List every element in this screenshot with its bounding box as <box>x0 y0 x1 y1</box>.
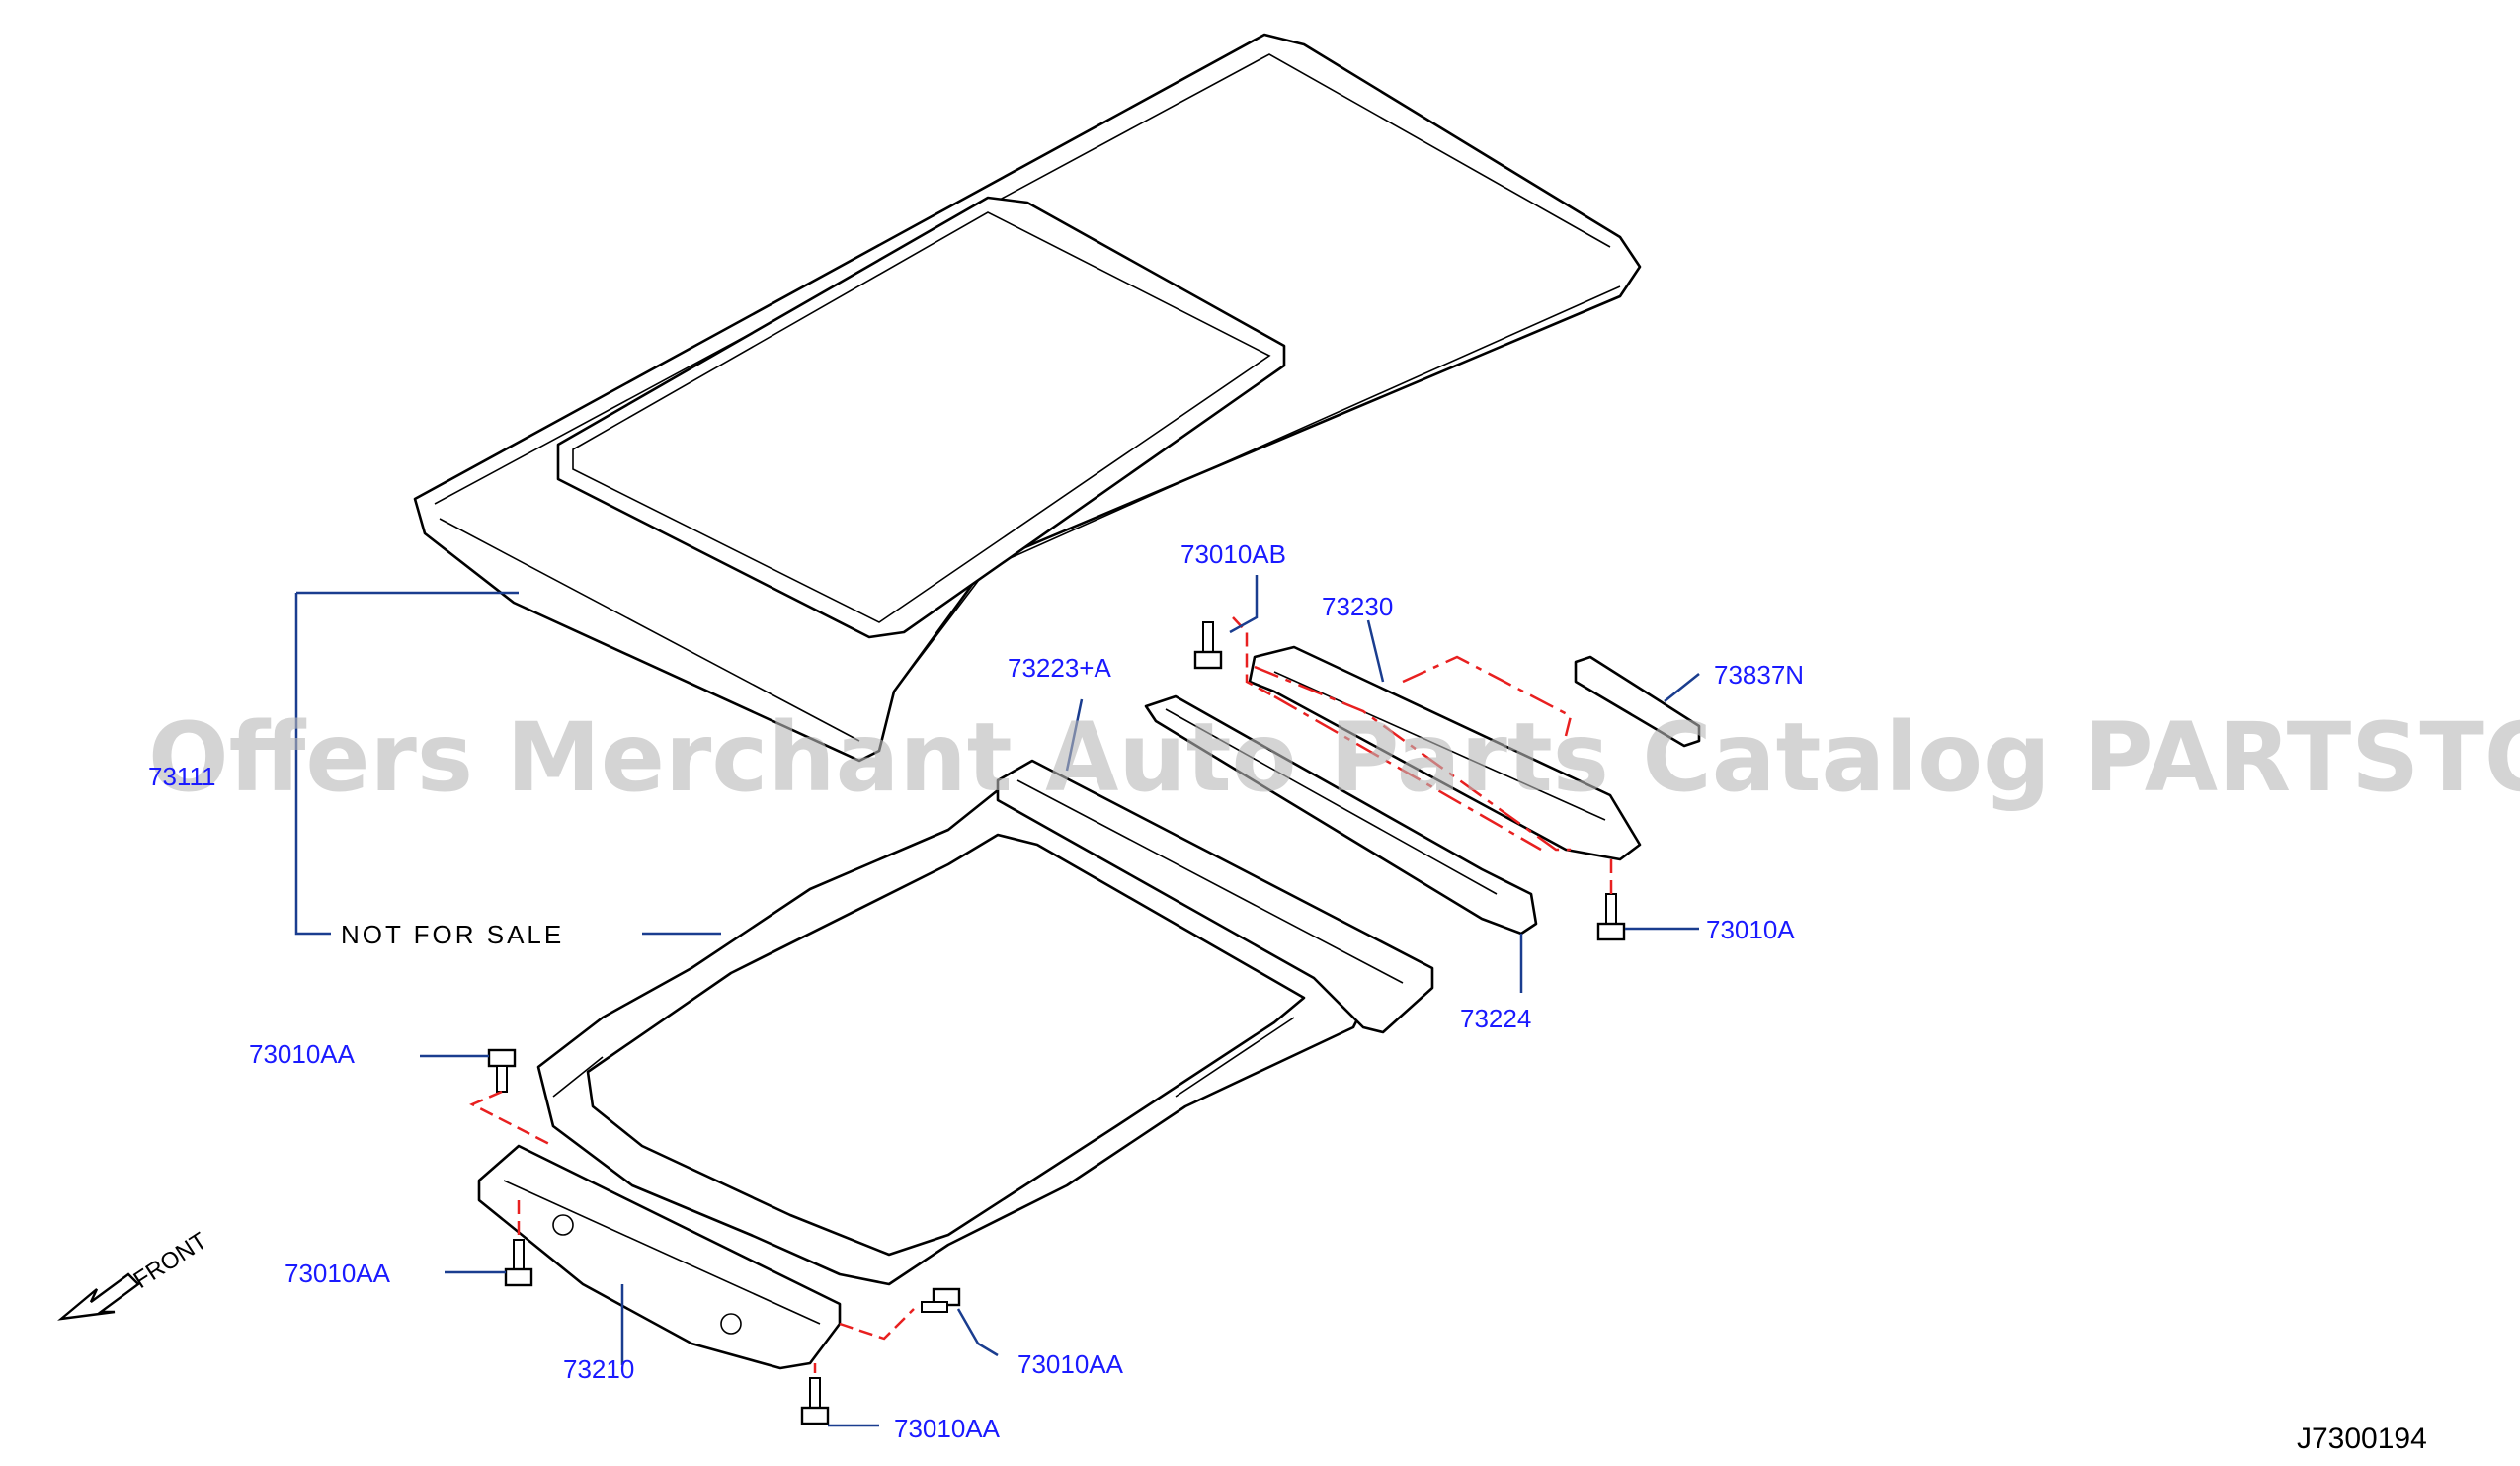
label-73010AA-upper: 73010AA <box>249 1039 356 1069</box>
fastener-links <box>469 616 1613 1373</box>
label-73010AB: 73010AB <box>1180 539 1286 569</box>
bolt-73010AA-left <box>504 1239 533 1287</box>
rear-bracket <box>1248 645 1642 861</box>
front-arrow-icon: FRONT <box>57 1227 212 1321</box>
label-73837N: 73837N <box>1714 660 1804 690</box>
roof-panel <box>413 33 1642 763</box>
frame-rail <box>996 759 1434 1034</box>
label-73210: 73210 <box>563 1354 634 1384</box>
bolt-73010AB <box>1193 621 1223 670</box>
label-73010AA-left: 73010AA <box>285 1259 391 1288</box>
label-73223A: 73223+A <box>1008 653 1111 683</box>
front-bracket <box>477 1144 842 1370</box>
bolt-73010A <box>1596 893 1626 941</box>
label-73224: 73224 <box>1460 1004 1531 1033</box>
bolt-73010AA-bottom <box>800 1377 830 1425</box>
diagram-id: J7300194 <box>2297 1423 2427 1455</box>
watermark: Offers Merchant Auto Parts Catalog PARTS… <box>148 702 2520 813</box>
seal-strip <box>1574 655 1701 748</box>
sunroof-frame <box>536 788 1375 1286</box>
leader-lines <box>294 575 1700 1427</box>
label-73230: 73230 <box>1322 592 1393 621</box>
rear-roof-bow <box>1144 694 1538 936</box>
label-73010AA-right: 73010AA <box>1017 1349 1124 1379</box>
note-not-for-sale: NOT FOR SALE <box>341 920 564 949</box>
front-label: FRONT <box>129 1227 212 1294</box>
label-73010A: 73010A <box>1706 915 1795 944</box>
bolt-73010AA-right <box>921 1287 961 1313</box>
label-73111: 73111 <box>148 762 215 791</box>
bolt-73010AA-upper <box>487 1048 517 1093</box>
label-73010AA-bottom: 73010AA <box>894 1414 1001 1443</box>
